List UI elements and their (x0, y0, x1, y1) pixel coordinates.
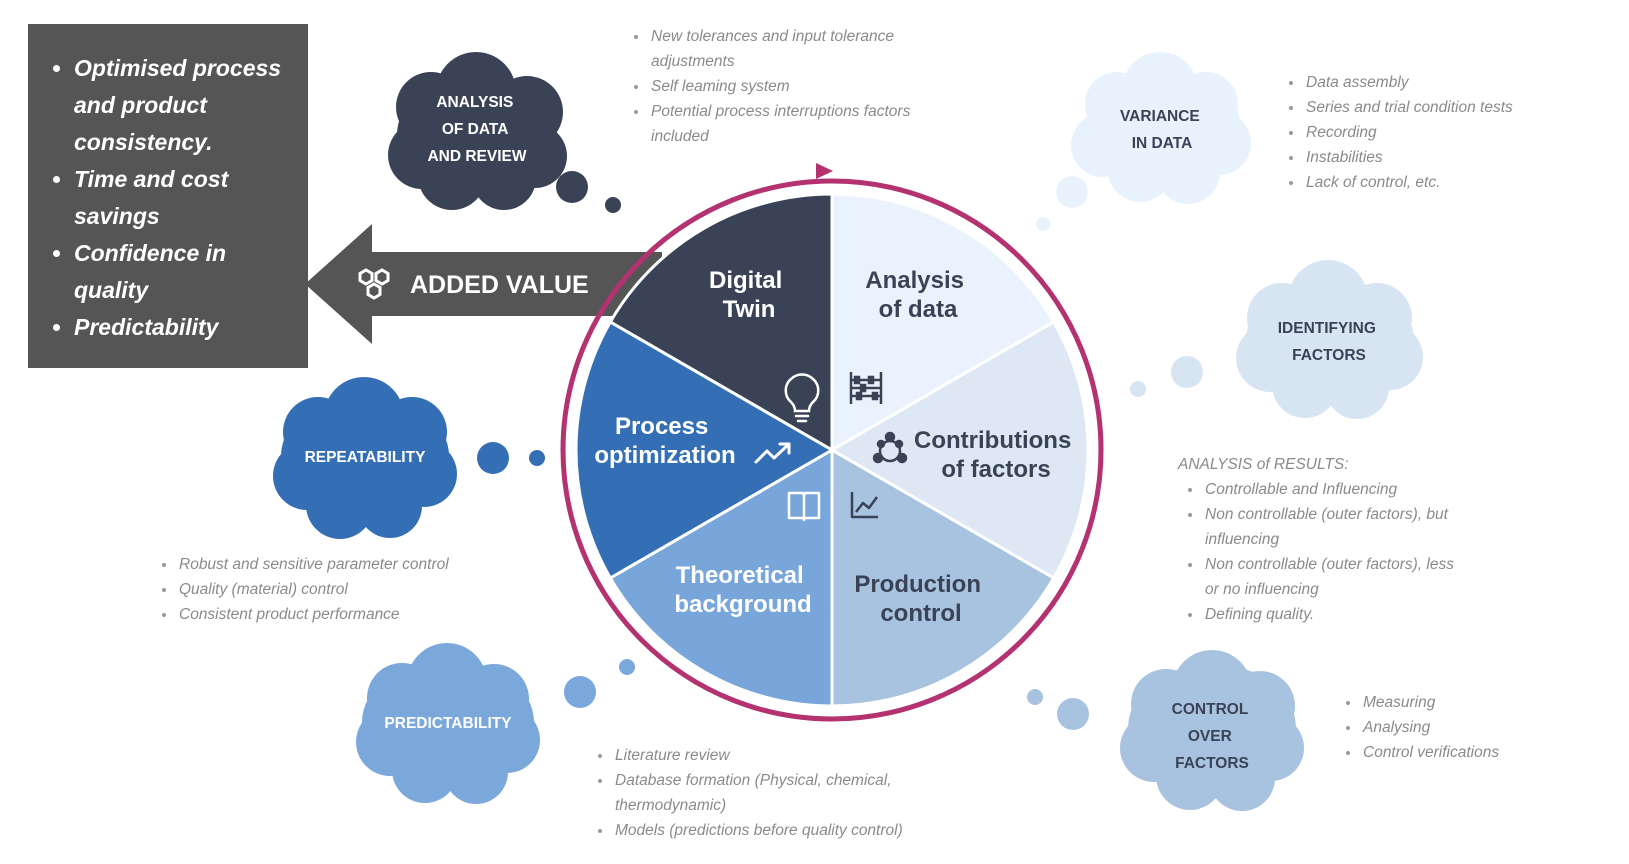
note-item: Literature review (613, 743, 918, 768)
svg-text:REPEATABILITY: REPEATABILITY (305, 449, 427, 466)
segment-label-process-optimization: Process optimization (594, 413, 735, 469)
note-item: Lack of control, etc. (1304, 170, 1589, 195)
note-item: Controllable and Influencing (1203, 477, 1458, 502)
note-item: Robust and sensitive parameter control (177, 552, 482, 577)
segment-digital-twin[interactable] (608, 192, 834, 453)
line-chart-icon (850, 492, 879, 519)
segment-label-analysis-of-data: Analysis of data (865, 267, 970, 323)
note-item: Data assembly (1304, 70, 1589, 95)
segment-label-production-control: Production control (854, 571, 987, 627)
note-item: Non controllable (outer factors), less o… (1203, 552, 1458, 602)
note-item: Potential process interruptions factors … (649, 99, 954, 149)
note-item: Analysing (1361, 715, 1606, 740)
note-item: Consistent product performance (177, 602, 482, 627)
notes-control: Measuring Analysing Control verification… (1346, 690, 1606, 765)
segment-analysis-of-data[interactable] (830, 192, 1056, 453)
benefit-item: Optimised process and product consistenc… (74, 50, 292, 161)
note-item: Recording (1304, 120, 1589, 145)
segment-theoretical-background[interactable] (608, 447, 834, 708)
book-icon (787, 491, 821, 522)
segment-label-digital-twin: Digital Twin (709, 267, 789, 323)
note-item: Non controllable (outer factors), but in… (1203, 502, 1458, 552)
cloud-predictability: PREDICTABILITY (356, 643, 635, 804)
cloud-control-over-factors: CONTROL OVER FACTORS (1027, 650, 1304, 811)
svg-text:IDENTIFYING FACTORS: IDENTIFYING FACTORS (1278, 320, 1380, 364)
svg-text:VARIANCE IN DATA: VARIANCE IN DATA (1120, 108, 1204, 152)
note-item: Self leaming system (649, 74, 954, 99)
note-item: Quality (material) control (177, 577, 482, 602)
notes-variance: Data assembly Series and trial condition… (1289, 70, 1589, 195)
segment-label-theoretical-background: Theoretical background (674, 562, 811, 618)
note-item: Models (predictions before quality contr… (613, 818, 918, 843)
cloud-repeatability: REPEATABILITY (273, 377, 545, 539)
cloud-analysis-of-data-and-review: ANALYSIS OF DATA AND REVIEW (388, 52, 621, 213)
note-item: Control verifications (1361, 740, 1606, 765)
svg-text:PREDICTABILITY: PREDICTABILITY (384, 715, 512, 732)
svg-text:ANALYSIS OF DATA A: ANALYSIS OF DATA AND REVIEW (427, 94, 526, 165)
benefits-list: Optimised process and product consistenc… (52, 50, 292, 346)
notes-predictability: Literature review Database formation (Ph… (598, 743, 918, 843)
note-item: Measuring (1361, 690, 1606, 715)
benefit-item: Time and cost savings (74, 161, 292, 235)
cloud-variance-in-data: VARIANCE IN DATA (1036, 52, 1251, 231)
note-item: Series and trial condition tests (1304, 95, 1589, 120)
note-item: Database formation (Physical, chemical, … (613, 768, 918, 818)
abacus-icon (849, 372, 883, 404)
note-item: Instabilities (1304, 145, 1589, 170)
segment-production-control[interactable] (830, 447, 1056, 708)
cycle-arrowhead (816, 163, 833, 179)
added-value-label: ADDED VALUE (410, 271, 589, 299)
segment-label-contributions-of-factors: Contributions of factors (914, 427, 1078, 483)
note-item: Defining quality. (1203, 602, 1458, 627)
note-item: New tolerances and input tolerance adjus… (649, 24, 954, 74)
cycle-ring (560, 178, 1104, 722)
cycle-wheel (574, 192, 1090, 708)
molecule-icon (872, 431, 908, 464)
svg-text:CONTROL OVER FACTO: CONTROL OVER FACTORS (1172, 701, 1253, 772)
hexagon-network-icon (358, 268, 390, 300)
lightbulb-icon (784, 373, 820, 423)
notes-digital-twin: New tolerances and input tolerance adjus… (634, 24, 954, 149)
notes-repeatability: Robust and sensitive parameter control Q… (162, 552, 482, 627)
benefit-item: Confidence in quality (74, 235, 292, 309)
added-value-arrow: ADDED VALUE (305, 224, 662, 344)
notes-heading: ANALYSIS of RESULTS: (1178, 456, 1349, 473)
segment-contributions-of-factors[interactable] (829, 319, 1090, 581)
notes-analysis-of-results: ANALYSIS of RESULTS: Controllable and In… (1178, 452, 1458, 627)
segment-process-optimization[interactable] (574, 319, 835, 581)
added-value-box: Optimised process and product consistenc… (28, 24, 308, 368)
cloud-identifying-factors: IDENTIFYING FACTORS (1130, 260, 1423, 419)
benefit-item: Predictability (74, 309, 292, 346)
trend-up-icon (754, 442, 791, 464)
